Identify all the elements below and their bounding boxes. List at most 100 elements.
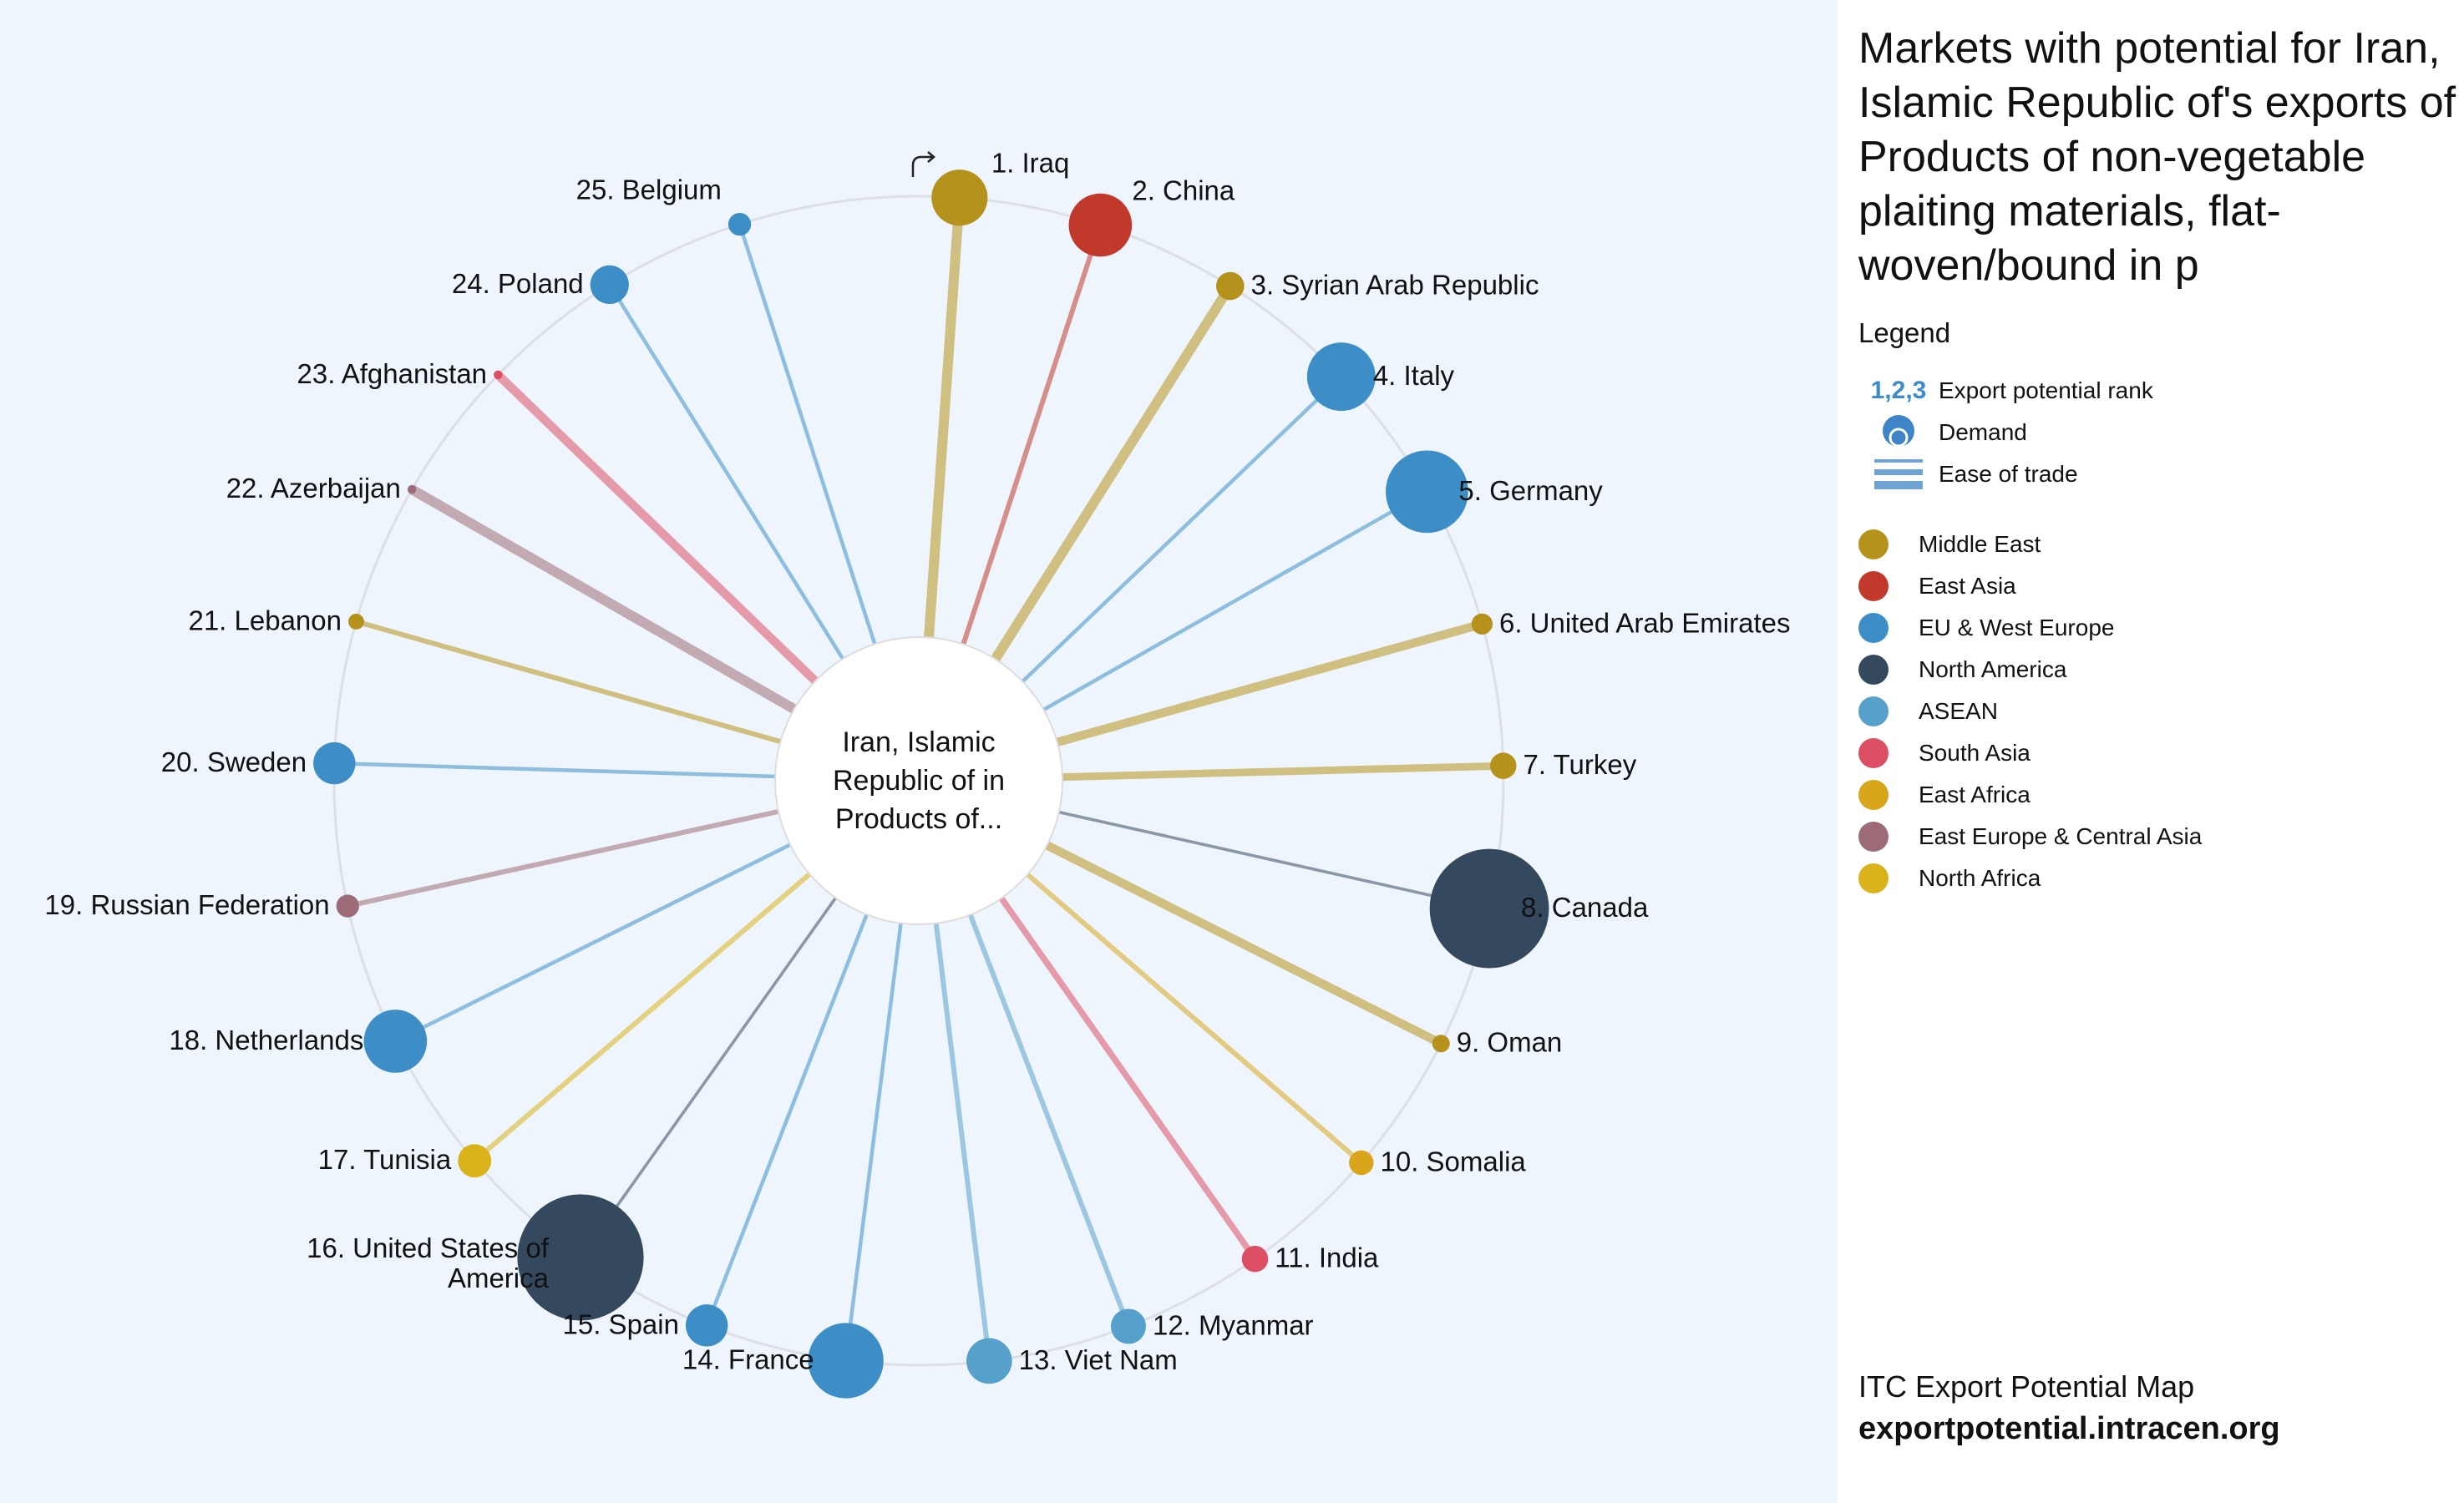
demand-icon — [1858, 414, 1939, 451]
legend-region-item[interactable]: North America — [1858, 649, 2066, 691]
demand-bubble[interactable] — [931, 170, 988, 226]
region-label: East Asia — [1919, 573, 2016, 599]
region-color-swatch — [1858, 822, 1889, 852]
market-label[interactable]: 19. Russian Federation — [44, 889, 329, 920]
legend-region-item[interactable]: East Africa — [1858, 774, 2031, 816]
market-label[interactable]: 17. Tunisia — [318, 1144, 452, 1175]
ease-of-trade-line[interactable] — [933, 923, 992, 1362]
market-label[interactable]: 21. Lebanon — [188, 605, 342, 635]
legend-region-item[interactable]: EU & West Europe — [1858, 607, 2114, 649]
demand-bubble[interactable] — [1471, 613, 1493, 635]
demand-bubble[interactable] — [363, 1010, 428, 1073]
ease-of-trade-line[interactable] — [334, 761, 776, 779]
demand-bubble[interactable] — [728, 213, 752, 236]
ease-of-trade-line[interactable] — [844, 923, 903, 1361]
region-label: East Africa — [1919, 782, 2031, 807]
market-label[interactable]: 15. Spain — [563, 1308, 679, 1339]
demand-bubble[interactable] — [1432, 1035, 1450, 1053]
demand-bubble[interactable] — [1490, 752, 1517, 779]
market-label[interactable]: 22. Azerbaijan — [226, 473, 401, 504]
demand-bubble[interactable] — [1110, 1308, 1146, 1344]
ease-of-trade-line[interactable] — [1042, 489, 1428, 711]
ease-of-trade-line[interactable] — [738, 223, 877, 645]
market-label[interactable]: 24. Poland — [452, 268, 584, 299]
market-label[interactable]: 11. India — [1275, 1242, 1379, 1273]
center-label-line: Products of... — [835, 803, 1002, 835]
market-label[interactable]: 12. Myanmar — [1153, 1309, 1314, 1340]
legend-region-item[interactable]: Middle East — [1858, 524, 2041, 565]
region-label: North America — [1919, 656, 2067, 682]
market-label[interactable]: 7. Turkey — [1524, 749, 1637, 780]
region-color-swatch — [1858, 738, 1889, 768]
ease-of-trade-line[interactable] — [1026, 873, 1363, 1165]
market-label[interactable]: 3. Syrian Arab Republic — [1251, 270, 1539, 301]
region-color-swatch — [1858, 529, 1889, 559]
ease-of-trade-line[interactable] — [607, 283, 844, 660]
ease-of-trade-line[interactable] — [494, 372, 819, 685]
demand-bubble[interactable] — [336, 894, 359, 918]
ease-of-trade-line[interactable] — [961, 224, 1103, 645]
rotate-icon[interactable] — [906, 149, 940, 182]
demand-bubble[interactable] — [347, 613, 364, 630]
ease-of-trade-line[interactable] — [1062, 762, 1503, 782]
legend-region-item[interactable]: ASEAN — [1858, 691, 1998, 732]
legend-region-item[interactable]: East Europe & Central Asia — [1858, 816, 2202, 858]
market-label[interactable]: 13. Viet Nam — [1019, 1344, 1178, 1375]
demand-bubble[interactable] — [1216, 271, 1245, 301]
ease-of-trade-line[interactable] — [579, 897, 837, 1258]
demand-bubble[interactable] — [1429, 848, 1549, 969]
demand-bubble[interactable] — [313, 741, 356, 785]
demand-bubble[interactable] — [590, 265, 629, 305]
demand-bubble[interactable] — [808, 1323, 884, 1399]
legend-title: Legend — [1858, 317, 1951, 348]
legend-demand-label: Demand — [1939, 419, 2027, 445]
region-color-swatch — [1858, 863, 1889, 893]
ease-of-trade-line[interactable] — [347, 808, 779, 909]
ease-of-trade-line[interactable] — [705, 913, 869, 1327]
demand-bubble[interactable] — [407, 484, 417, 494]
ease-of-trade-line[interactable] — [924, 197, 965, 638]
ease-of-trade-line[interactable] — [409, 484, 797, 714]
ease-of-trade-line[interactable] — [1021, 375, 1343, 683]
demand-bubble[interactable] — [685, 1304, 728, 1347]
footer-url[interactable]: exportpotential.intracen.org — [1858, 1411, 2280, 1446]
demand-bubble[interactable] — [517, 1194, 644, 1321]
demand-bubble[interactable] — [494, 370, 503, 380]
ease-of-trade-line[interactable] — [1056, 620, 1483, 746]
market-label[interactable]: 9. Oman — [1457, 1027, 1563, 1058]
demand-bubble[interactable] — [458, 1144, 492, 1178]
legend-region-item[interactable]: North Africa — [1858, 858, 2041, 899]
market-label[interactable]: 1. Iraq — [991, 148, 1070, 179]
market-label[interactable]: 25. Belgium — [576, 175, 722, 205]
market-label[interactable]: 4. Italy — [1373, 360, 1455, 391]
market-label[interactable]: 18. Netherlands — [169, 1025, 363, 1055]
legend-region-item[interactable]: South Asia — [1858, 732, 2031, 774]
ease-of-trade-line[interactable] — [355, 619, 782, 745]
ease-of-trade-line[interactable] — [394, 843, 792, 1044]
legend-ease-label: Ease of trade — [1939, 461, 2078, 487]
demand-bubble[interactable] — [1386, 450, 1468, 534]
ease-of-trade-line[interactable] — [1045, 841, 1443, 1048]
center-label-line: Iran, Islamic — [842, 726, 995, 758]
ease-of-trade-line[interactable] — [1058, 810, 1490, 910]
legend-region-item[interactable]: East Asia — [1858, 565, 2016, 607]
market-label[interactable]: 10. Somalia — [1381, 1146, 1527, 1177]
region-color-swatch — [1858, 696, 1889, 726]
market-label[interactable]: 20. Sweden — [161, 746, 307, 777]
demand-bubble[interactable] — [1068, 193, 1133, 257]
market-label[interactable]: 5. Germany — [1458, 475, 1603, 506]
market-label[interactable]: 8. Canada — [1521, 892, 1649, 923]
ease-of-trade-line[interactable] — [473, 872, 812, 1163]
demand-bubble[interactable] — [1241, 1245, 1269, 1273]
demand-bubble[interactable] — [966, 1338, 1012, 1384]
demand-bubble[interactable] — [1306, 342, 1376, 412]
market-label[interactable]: 6. United Arab Emirates — [1499, 607, 1790, 638]
market-label[interactable]: 14. France — [682, 1344, 814, 1375]
ease-of-trade-line[interactable] — [998, 896, 1258, 1261]
ease-of-trade-line[interactable] — [991, 283, 1235, 662]
demand-bubble[interactable] — [1349, 1150, 1374, 1176]
ease-of-trade-line[interactable] — [967, 913, 1131, 1328]
market-label[interactable]: 2. China — [1132, 175, 1235, 206]
market-label[interactable]: 23. Afghanistan — [297, 358, 488, 389]
